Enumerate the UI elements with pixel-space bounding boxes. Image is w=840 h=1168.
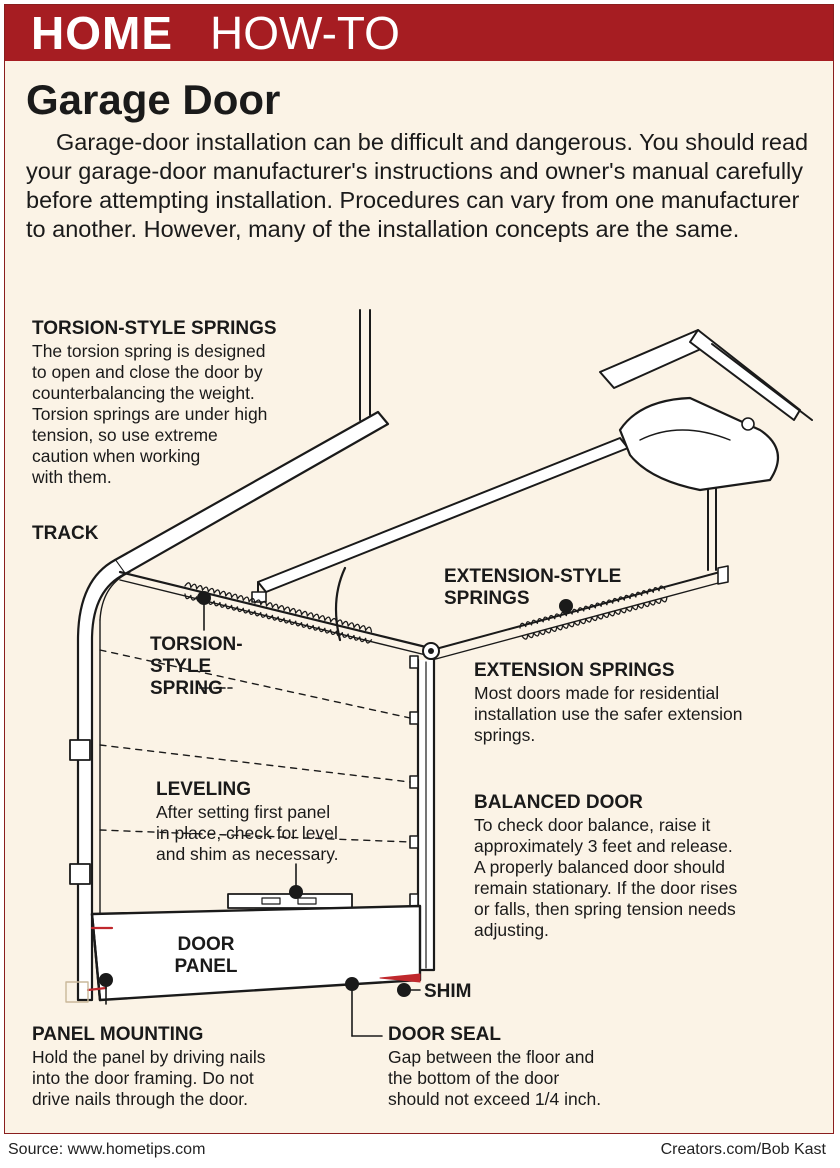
panel-mounting-line: Hold the panel by driving nails [32,1047,266,1067]
torsion-spring-label-1: TORSION- [150,634,243,655]
balanced-door-line: To check door balance, raise it [474,815,711,835]
extension-style-label-2: SPRINGS [444,588,530,609]
panel-mounting-line: into the door framing. Do not [32,1068,254,1088]
torsion-spring-label-3: SPRING [150,678,223,699]
door-panel-label-2: PANEL [174,956,238,977]
door-seal-line: should not exceed 1/4 inch. [388,1089,602,1109]
guide-line-1 [99,649,411,719]
guide-line-2 [99,744,411,783]
leveling-heading: LEVELING [156,779,252,800]
extension-springs-heading: EXTENSION SPRINGS [474,660,675,681]
balanced-door-line: remain stationary. If the door rises [474,878,738,898]
leveling-line: and shim as necessary. [156,844,339,864]
door-panel-shape [90,904,422,1002]
opener-motor [618,396,780,492]
track-label: TRACK [32,523,99,544]
artist-credit: Creators.com/Bob Kast [660,1141,826,1158]
horizontal-track [113,410,390,576]
torsion-springs-line: with them. [32,467,112,487]
door-seal-line: the bottom of the door [388,1068,560,1088]
torsion-springs-line: tension, so use extreme [32,425,218,445]
balanced-door-heading: BALANCED DOOR [474,792,643,813]
extension-springs-line: Most doors made for residential [474,683,720,703]
torsion-springs-line: counterbalancing the weight. [32,383,255,403]
leveling-line: in place, check for level [156,823,338,843]
extension-style-label-1: EXTENSION-STYLE [444,566,622,587]
leveling-line: After setting first panel [156,802,331,822]
banner-howto-text: HOW-TO [210,7,400,59]
vertical-track [76,558,127,1002]
guide-line-3 [99,829,411,843]
source-credit: Source: www.hometips.com [8,1141,206,1158]
door-panel-label-1: DOOR [177,934,235,955]
torsion-springs-line: to open and close the door by [32,362,263,382]
extension-springs-line: springs. [474,725,536,745]
torsion-springs-heading: TORSION-STYLE SPRINGS [32,318,277,339]
extension-spring-coil [519,585,668,640]
header-banner: HOME HOW-TO [5,5,833,61]
shim-wedge [379,973,421,983]
door-seal-line: Gap between the floor and [388,1047,595,1067]
torsion-springs-line: caution when working [32,446,201,466]
balanced-door-line: A properly balanced door should [474,857,726,877]
torsion-shaft [118,570,432,650]
extension-springs-line: installation use the safer extension [474,704,743,724]
door-seal-heading: DOOR SEAL [388,1024,501,1045]
banner-home-text: HOME [31,7,173,59]
balanced-door-line: adjusting. [474,920,549,940]
intro-paragraph: Garage-door installation can be difficul… [26,129,809,242]
balanced-door-line: or falls, then spring tension needs [474,899,736,919]
page-title: Garage Door [26,76,281,123]
torsion-spring-label-2: STYLE [150,656,212,677]
level-tool [227,893,353,909]
panel-mounting-line: drive nails through the door. [32,1089,248,1109]
panel-mounting-heading: PANEL MOUNTING [32,1024,204,1045]
shim-label: SHIM [424,981,472,1002]
balanced-door-line: approximately 3 feet and release. [474,836,733,856]
torsion-springs-line: The torsion spring is designed [32,341,266,361]
torsion-springs-line: Torsion springs are under high [32,404,268,424]
